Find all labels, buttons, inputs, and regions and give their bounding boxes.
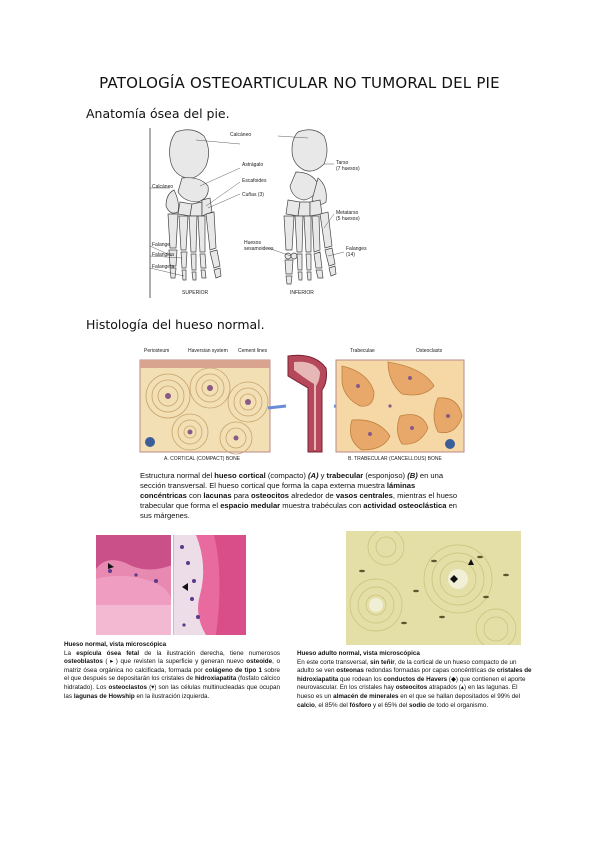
label-falange: Falange xyxy=(152,242,171,248)
label-cortical-bone: A. CORTICAL (COMPACT) BONE xyxy=(164,456,241,462)
label-sesamoideos: Huesos sesamoideos xyxy=(244,240,274,252)
micrograph-pink-image xyxy=(96,535,246,635)
label-trabeculae: Trabeculae xyxy=(350,348,375,354)
label-calcaneo-top: Calcáneo xyxy=(230,132,252,138)
histology-figure: Periosteum Haversian system Cement lines… xyxy=(138,346,468,466)
label-osteoclasts: Osteoclasts xyxy=(416,348,443,354)
foot-anatomy-figure: Calcáneo Astrágalo Escafoides Cuñas (3) … xyxy=(148,128,378,298)
label-escafoides: Escafoides xyxy=(242,178,267,184)
label-cement-lines: Cement lines xyxy=(238,348,268,354)
label-falangina: Falangina xyxy=(152,252,174,258)
section-heading-histology: Histología del hueso normal. xyxy=(86,317,265,332)
left-microscopy-caption: Hueso normal, vista microscópica La espí… xyxy=(64,641,281,700)
left-caption-heading: Hueso normal, vista microscópica xyxy=(64,641,167,648)
label-superior: SUPERIOR xyxy=(182,290,209,296)
section-heading-anatomy: Anatomía ósea del pie. xyxy=(86,106,230,121)
page-title: PATOLOGÍA OSTEOARTICULAR NO TUMORAL DEL … xyxy=(99,74,500,92)
label-trabecular-bone: B. TRABECULAR (CANCELLOUS) BONE xyxy=(348,456,442,462)
label-calcaneo-side: Calcáneo xyxy=(152,184,174,190)
foot-bones-drawing xyxy=(149,128,345,298)
label-tarso: Tarso (7 huesos) xyxy=(336,160,360,172)
bone-structure-drawing xyxy=(139,354,465,455)
label-inferior: INFERIOR xyxy=(290,290,314,296)
label-falangeta: Falangeta xyxy=(152,264,175,270)
label-falanges: Falanges (14) xyxy=(346,246,367,258)
label-metatarso: Metatarso (5 huesos) xyxy=(336,210,360,222)
right-microscopy-caption: Hueso adulto normal, vista microscópica … xyxy=(297,650,535,710)
right-caption-heading: Hueso adulto normal, vista microscópica xyxy=(297,650,420,657)
micrograph-yellow-image xyxy=(346,528,521,650)
label-cunas: Cuñas (3) xyxy=(242,192,264,198)
label-astragalo: Astrágalo xyxy=(242,162,264,168)
histology-caption: Estructura normal del hueso cortical (co… xyxy=(140,471,458,520)
label-haversian-system: Haversian system xyxy=(188,348,228,354)
fetal-bone-micrograph xyxy=(96,535,246,635)
label-periosteum: Periosteum xyxy=(144,348,170,354)
adult-bone-micrograph xyxy=(346,528,521,650)
